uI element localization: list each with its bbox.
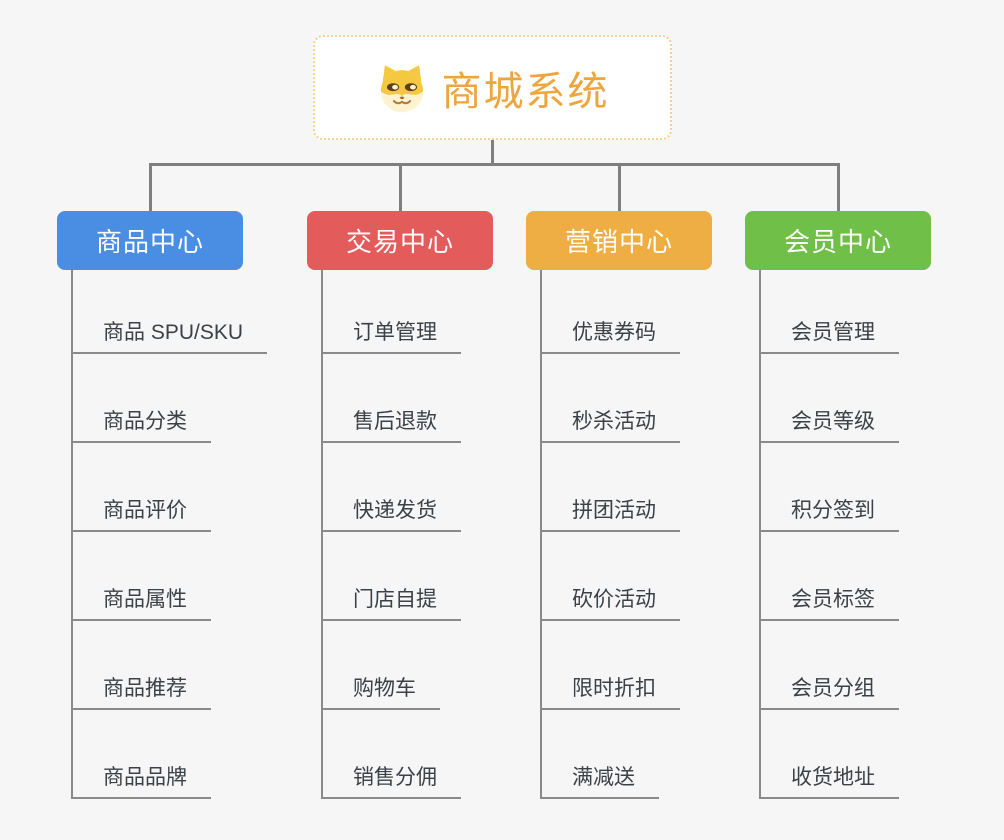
child-topic[interactable]: 收货地址 — [761, 710, 899, 799]
root-title: 商城系统 — [441, 69, 610, 114]
child-topic[interactable]: 商品分类 — [73, 354, 211, 443]
child-topic[interactable]: 商品推荐 — [73, 621, 211, 710]
branch-label: 交易中心 — [345, 227, 454, 257]
branch-children: 优惠券码秒杀活动拼团活动砍价活动限时折扣满减送 — [540, 270, 712, 799]
child-topic[interactable]: 砍价活动 — [542, 532, 680, 621]
child-topic[interactable]: 快递发货 — [323, 443, 461, 532]
child-topic[interactable]: 购物车 — [323, 621, 440, 710]
branch-column: 交易中心 订单管理售后退款快递发货门店自提购物车销售分佣 — [307, 211, 493, 799]
branch-children: 订单管理售后退款快递发货门店自提购物车销售分佣 — [321, 270, 493, 799]
branch-node-1[interactable]: 商品中心 — [57, 211, 243, 270]
branch-node-3[interactable]: 营销中心 — [526, 211, 712, 270]
branch-label: 商品中心 — [95, 227, 204, 257]
child-topic[interactable]: 秒杀活动 — [542, 354, 680, 443]
child-topic[interactable]: 拼团活动 — [542, 443, 680, 532]
child-topic[interactable]: 限时折扣 — [542, 621, 680, 710]
connector-drop-4 — [837, 166, 840, 211]
branch-children: 会员管理会员等级积分签到会员标签会员分组收货地址 — [759, 270, 931, 799]
child-topic[interactable]: 商品评价 — [73, 443, 211, 532]
doge-icon — [380, 64, 423, 112]
child-topic[interactable]: 订单管理 — [323, 270, 461, 354]
branch-column: 营销中心 优惠券码秒杀活动拼团活动砍价活动限时折扣满减送 — [526, 211, 712, 799]
connector-drop-3 — [618, 166, 621, 211]
child-topic[interactable]: 商品属性 — [73, 532, 211, 621]
root-topic[interactable]: 商城系统 — [313, 35, 672, 140]
connector-root-stem — [491, 140, 494, 163]
child-topic[interactable]: 会员分组 — [761, 621, 899, 710]
branch-node-4[interactable]: 会员中心 — [745, 211, 931, 270]
connector-drop-1 — [149, 166, 152, 211]
connector-drop-2 — [399, 166, 402, 211]
child-topic[interactable]: 销售分佣 — [323, 710, 461, 799]
child-topic[interactable]: 售后退款 — [323, 354, 461, 443]
child-topic[interactable]: 商品 SPU/SKU — [73, 270, 268, 354]
child-topic[interactable]: 会员管理 — [761, 270, 899, 354]
child-topic[interactable]: 商品品牌 — [73, 710, 211, 799]
branch-column: 会员中心 会员管理会员等级积分签到会员标签会员分组收货地址 — [745, 211, 931, 799]
child-topic[interactable]: 会员标签 — [761, 532, 899, 621]
branch-node-2[interactable]: 交易中心 — [307, 211, 493, 270]
branch-label: 会员中心 — [783, 227, 892, 257]
child-topic[interactable]: 积分签到 — [761, 443, 899, 532]
child-topic[interactable]: 会员等级 — [761, 354, 899, 443]
connector-horizontal — [149, 163, 840, 166]
child-topic[interactable]: 满减送 — [542, 710, 659, 799]
child-topic[interactable]: 优惠券码 — [542, 270, 680, 354]
branch-label: 营销中心 — [564, 227, 673, 257]
child-topic[interactable]: 门店自提 — [323, 532, 461, 621]
